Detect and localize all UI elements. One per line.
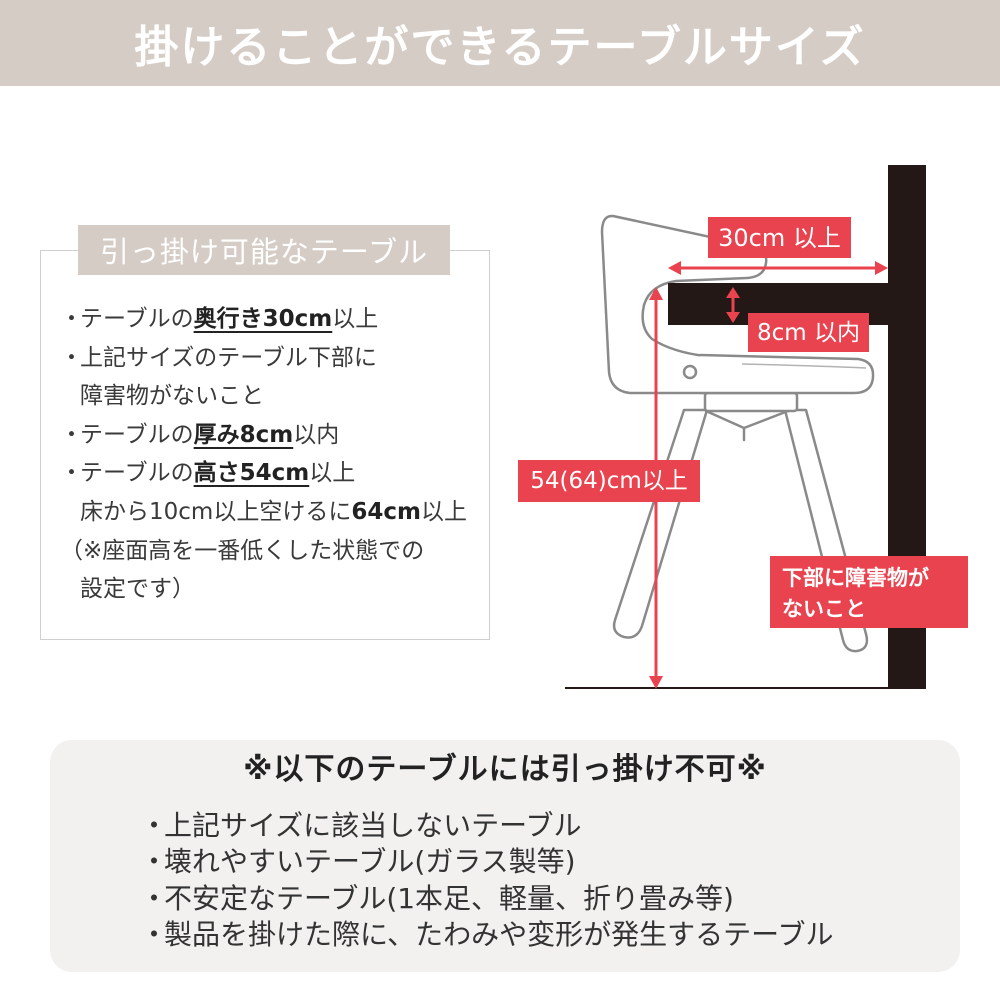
list-item: ・不安定なテーブル(1本足、軽量、折り畳み等)	[140, 881, 833, 917]
requirement-no-obstacles-cont: 障害物がないこと	[60, 377, 467, 416]
chair-bolt	[682, 364, 698, 380]
clearance-label-bg	[770, 556, 968, 628]
requirements-list: ・テーブルの奥行き30cm以上 ・上記サイズのテーブル下部に 障害物がないこと …	[60, 300, 467, 609]
chair-seat-piping	[741, 363, 867, 369]
page-title: 掛けることができるテーブルサイズ	[134, 22, 866, 73]
list-item-text: 不安定なテーブル(1本足、軽量、折り畳み等)	[164, 881, 734, 915]
list-item: ・上記サイズに該当しないテーブル	[140, 808, 833, 844]
clearance-label: 下部に障害物が ないこと	[770, 556, 968, 628]
depth-arrow-head-right	[875, 261, 888, 275]
chair-leg-left	[612, 408, 709, 639]
list-item: ・壊れやすいテーブル(ガラス製等)	[140, 844, 833, 880]
thickness-arrow	[726, 287, 740, 323]
depth-label-bg	[708, 217, 851, 258]
not-allowed-title: ※以下のテーブルには引っ掛け不可※	[243, 752, 767, 787]
bullet: ・	[60, 306, 83, 332]
not-allowed-panel: ※以下のテーブルには引っ掛け不可※ ・上記サイズに該当しないテーブル ・壊れやす…	[50, 740, 960, 972]
requirement-no-obstacles: ・上記サイズのテーブル下部に	[60, 339, 467, 378]
depth-label: 30cm 以上	[708, 217, 851, 258]
requirement-text: 以上	[332, 306, 379, 332]
requirements-tab-label: 引っ掛け可能なテーブル	[99, 235, 429, 269]
thickness-label: 8cm 以内	[748, 313, 869, 352]
requirement-text: 障害物がないこと	[80, 383, 264, 410]
bullet: ・	[60, 460, 83, 487]
depth-arrow	[668, 261, 888, 275]
requirement-text: 床から10cm以上空けるに	[80, 498, 352, 525]
requirement-text: 上記サイズのテーブル下部に	[80, 344, 377, 371]
thickness-arrow-head-top	[726, 287, 740, 298]
clearance-label-line1: 下部に障害物が	[782, 566, 929, 590]
requirement-text: 以内	[293, 421, 340, 448]
not-allowed-list: ・上記サイズに該当しないテーブル ・壊れやすいテーブル(ガラス製等) ・不安定な…	[140, 808, 833, 953]
requirement-height: ・テーブルの高さ54cm以上	[60, 454, 467, 493]
height-label: 54(64)cm以上	[518, 460, 700, 502]
requirement-emphasis: 64cm	[351, 498, 421, 525]
requirements-tab: 引っ掛け可能なテーブル	[78, 225, 450, 275]
requirement-thickness: ・テーブルの厚み8cm以内	[60, 416, 467, 455]
thickness-label-bg	[748, 313, 869, 352]
thickness-label-text: 8cm 以内	[757, 320, 860, 346]
requirement-height-gap: 床から10cm以上空けるに64cm以上	[60, 493, 467, 532]
depth-arrow-head-left	[668, 261, 681, 275]
requirement-text: 以上	[420, 498, 467, 525]
requirement-emphasis: 厚み8cm	[193, 421, 294, 448]
thickness-arrow-head-bottom	[726, 312, 740, 323]
hook-diagram: 30cm 以上 8cm 以内 54(64)cm以上 下部に障害物が ないこと	[518, 165, 968, 689]
requirement-emphasis: 奥行き30cm	[193, 306, 333, 332]
bullet: ・	[60, 421, 83, 448]
height-arrow-head-bottom	[649, 676, 663, 689]
chair-seat	[699, 353, 875, 395]
bullet: ・	[140, 809, 169, 842]
requirement-text: 以上	[309, 460, 356, 487]
header-band: 掛けることができるテーブルサイズ	[0, 0, 1000, 86]
requirement-note: （※座面高を一番低くした状態での	[60, 532, 467, 571]
height-label-text: 54(64)cm以上	[530, 468, 688, 494]
bullet: ・	[140, 917, 169, 951]
height-label-bg	[518, 460, 700, 502]
chair-leg-brace	[704, 409, 790, 430]
bullet: ・	[140, 881, 169, 915]
list-item: ・製品を掛けた際に、たわみや変形が発生するテーブル	[140, 917, 833, 953]
bullet: ・	[60, 344, 83, 371]
note-text: （※座面高を一番低くした状態での	[60, 537, 425, 564]
note-text: 設定です）	[80, 576, 195, 603]
height-arrow-head-top	[649, 287, 663, 300]
chair-base	[703, 391, 799, 413]
requirement-depth: ・テーブルの奥行き30cm以上	[60, 300, 467, 339]
clearance-label-line2: ないこと	[782, 597, 866, 621]
requirement-text: テーブルの	[80, 421, 194, 448]
list-item-text: 上記サイズに該当しないテーブル	[164, 809, 582, 842]
requirement-note-cont: 設定です）	[60, 570, 467, 609]
list-item-text: 製品を掛けた際に、たわみや変形が発生するテーブル	[164, 917, 834, 951]
requirement-emphasis: 高さ54cm	[193, 460, 310, 487]
list-item-text: 壊れやすいテーブル(ガラス製等)	[164, 845, 576, 879]
chair-shell	[600, 214, 768, 395]
requirement-text: テーブルの	[80, 460, 194, 487]
depth-label-text: 30cm 以上	[718, 224, 841, 252]
bullet: ・	[140, 845, 169, 879]
requirement-text: テーブルの	[80, 306, 194, 332]
